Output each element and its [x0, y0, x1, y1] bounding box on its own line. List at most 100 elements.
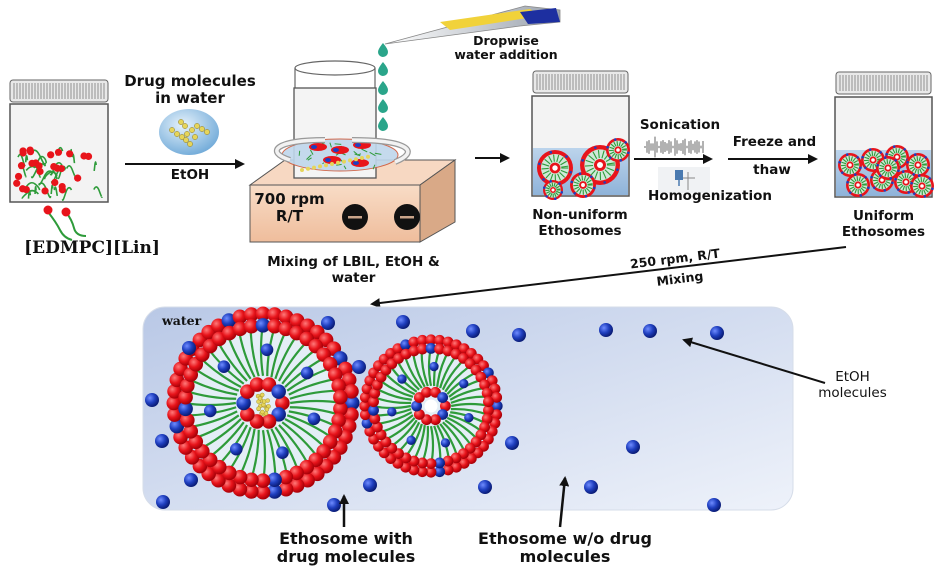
arrow-mixing	[370, 246, 847, 309]
ethanol-molecule	[584, 480, 598, 494]
lipid-head	[14, 172, 23, 181]
arrow-right-ethosome-pointer	[558, 476, 570, 528]
lipid-head	[278, 309, 294, 325]
lipid-head	[240, 407, 255, 422]
lipid-head	[434, 334, 446, 346]
lipid-head	[344, 407, 359, 422]
lipid-head	[327, 367, 343, 382]
lipid-head	[369, 387, 381, 399]
lipid-head	[232, 321, 248, 337]
ethosome-without-drug	[359, 334, 503, 478]
ethanol-molecule	[710, 326, 724, 340]
drug-particle	[199, 126, 205, 132]
lipid-head	[483, 396, 494, 408]
lipid-head	[51, 178, 59, 187]
lipid-head	[178, 389, 193, 405]
stirrer-temp: R/T	[275, 207, 304, 226]
lipid-head	[413, 409, 425, 420]
ethanol-molecule	[466, 324, 480, 338]
sound-wave-icon	[644, 136, 704, 158]
ethanol-molecule	[300, 366, 314, 380]
drug-particle	[204, 129, 210, 135]
lipid-head	[66, 150, 74, 158]
ethanol-molecule	[434, 457, 445, 469]
lbil-molecule-icon	[43, 205, 87, 241]
left-caption-line1: Ethosome with	[279, 529, 413, 548]
lipid-head	[35, 162, 43, 170]
lipid-head	[430, 414, 441, 426]
hot-plate-stirrer	[248, 159, 457, 243]
uniform-caption: Uniform Ethosomes	[826, 208, 941, 240]
lipid-head	[80, 152, 88, 160]
etoh-label-line1: EtOH	[835, 369, 870, 385]
etoh-label-line2: molecules	[818, 384, 887, 401]
ethanol-molecule	[440, 438, 451, 448]
lipid-head	[408, 336, 420, 348]
lipid-head	[180, 378, 195, 394]
jar-non-uniform-ethosomes	[531, 70, 630, 200]
arrow-etoh-pointer	[682, 337, 826, 384]
lipid-head	[267, 307, 282, 322]
lipid-head	[442, 455, 454, 467]
drug-particle	[192, 134, 198, 140]
drug-particle	[194, 123, 200, 129]
lipid-head	[481, 387, 493, 399]
non-uniform-caption: Non-uniform Ethosomes	[505, 207, 655, 239]
right-caption-line2: molecules	[519, 547, 611, 567]
lipid-head	[13, 179, 21, 187]
lipid-head	[434, 343, 445, 355]
lipid-head	[74, 174, 82, 182]
drug-particle	[189, 127, 195, 133]
drug-particle	[174, 131, 180, 137]
ethanol-molecule	[505, 436, 519, 450]
water-droplets	[378, 43, 388, 131]
lipid-head	[425, 466, 437, 478]
water-drop	[378, 81, 388, 95]
homogenizer-icon	[658, 167, 710, 193]
freeze-label: Freeze and	[732, 134, 817, 150]
lipid-head	[450, 461, 462, 473]
lipid-head	[371, 421, 383, 433]
lipid-head	[442, 336, 454, 348]
lipid-head	[255, 484, 271, 500]
lipid-head	[261, 414, 277, 429]
water-drop	[378, 62, 388, 76]
stirrer-settings: 700 rpm R/T	[252, 190, 327, 226]
ethanol-molecule	[276, 446, 289, 459]
ethanol-molecule	[368, 404, 379, 416]
lipid-head	[249, 377, 265, 392]
ethanol-molecule	[182, 341, 196, 355]
ethanol-molecule	[387, 407, 397, 417]
ethanol-molecules	[145, 315, 724, 512]
lipid-head	[244, 484, 259, 499]
lipid-head	[166, 395, 182, 411]
ethanol-molecule	[267, 484, 282, 499]
drug-label-line1: Drug molecules	[124, 72, 256, 90]
lipid-head	[421, 386, 432, 398]
lipid-head	[244, 318, 259, 334]
lipid-head	[278, 481, 294, 497]
lipid-head	[408, 464, 420, 476]
ethanol-molecule	[411, 400, 422, 412]
lipid-head	[54, 148, 63, 156]
non-uniform-line2: Ethosomes	[538, 222, 622, 239]
lipid-head	[278, 469, 294, 485]
water-drop	[378, 99, 388, 113]
lipid-head	[479, 379, 491, 391]
pipette-icon	[384, 5, 561, 45]
lipid-head	[244, 472, 259, 488]
lipid-head	[57, 164, 66, 173]
uniform-line1: Uniform	[852, 208, 915, 224]
drug-particle	[265, 398, 270, 403]
drug-particle	[178, 119, 184, 125]
lipid-head	[275, 395, 290, 411]
water-drop	[378, 43, 388, 57]
ethanol-molecule	[491, 400, 503, 412]
lipid-head	[58, 186, 67, 194]
drug-particle	[169, 127, 175, 133]
lipid-head	[26, 146, 34, 154]
ethanol-molecule	[643, 324, 657, 338]
ethanol-molecule	[396, 315, 410, 329]
ethanol-molecule	[352, 360, 366, 374]
dropwise-label: Dropwise water addition	[448, 33, 564, 63]
